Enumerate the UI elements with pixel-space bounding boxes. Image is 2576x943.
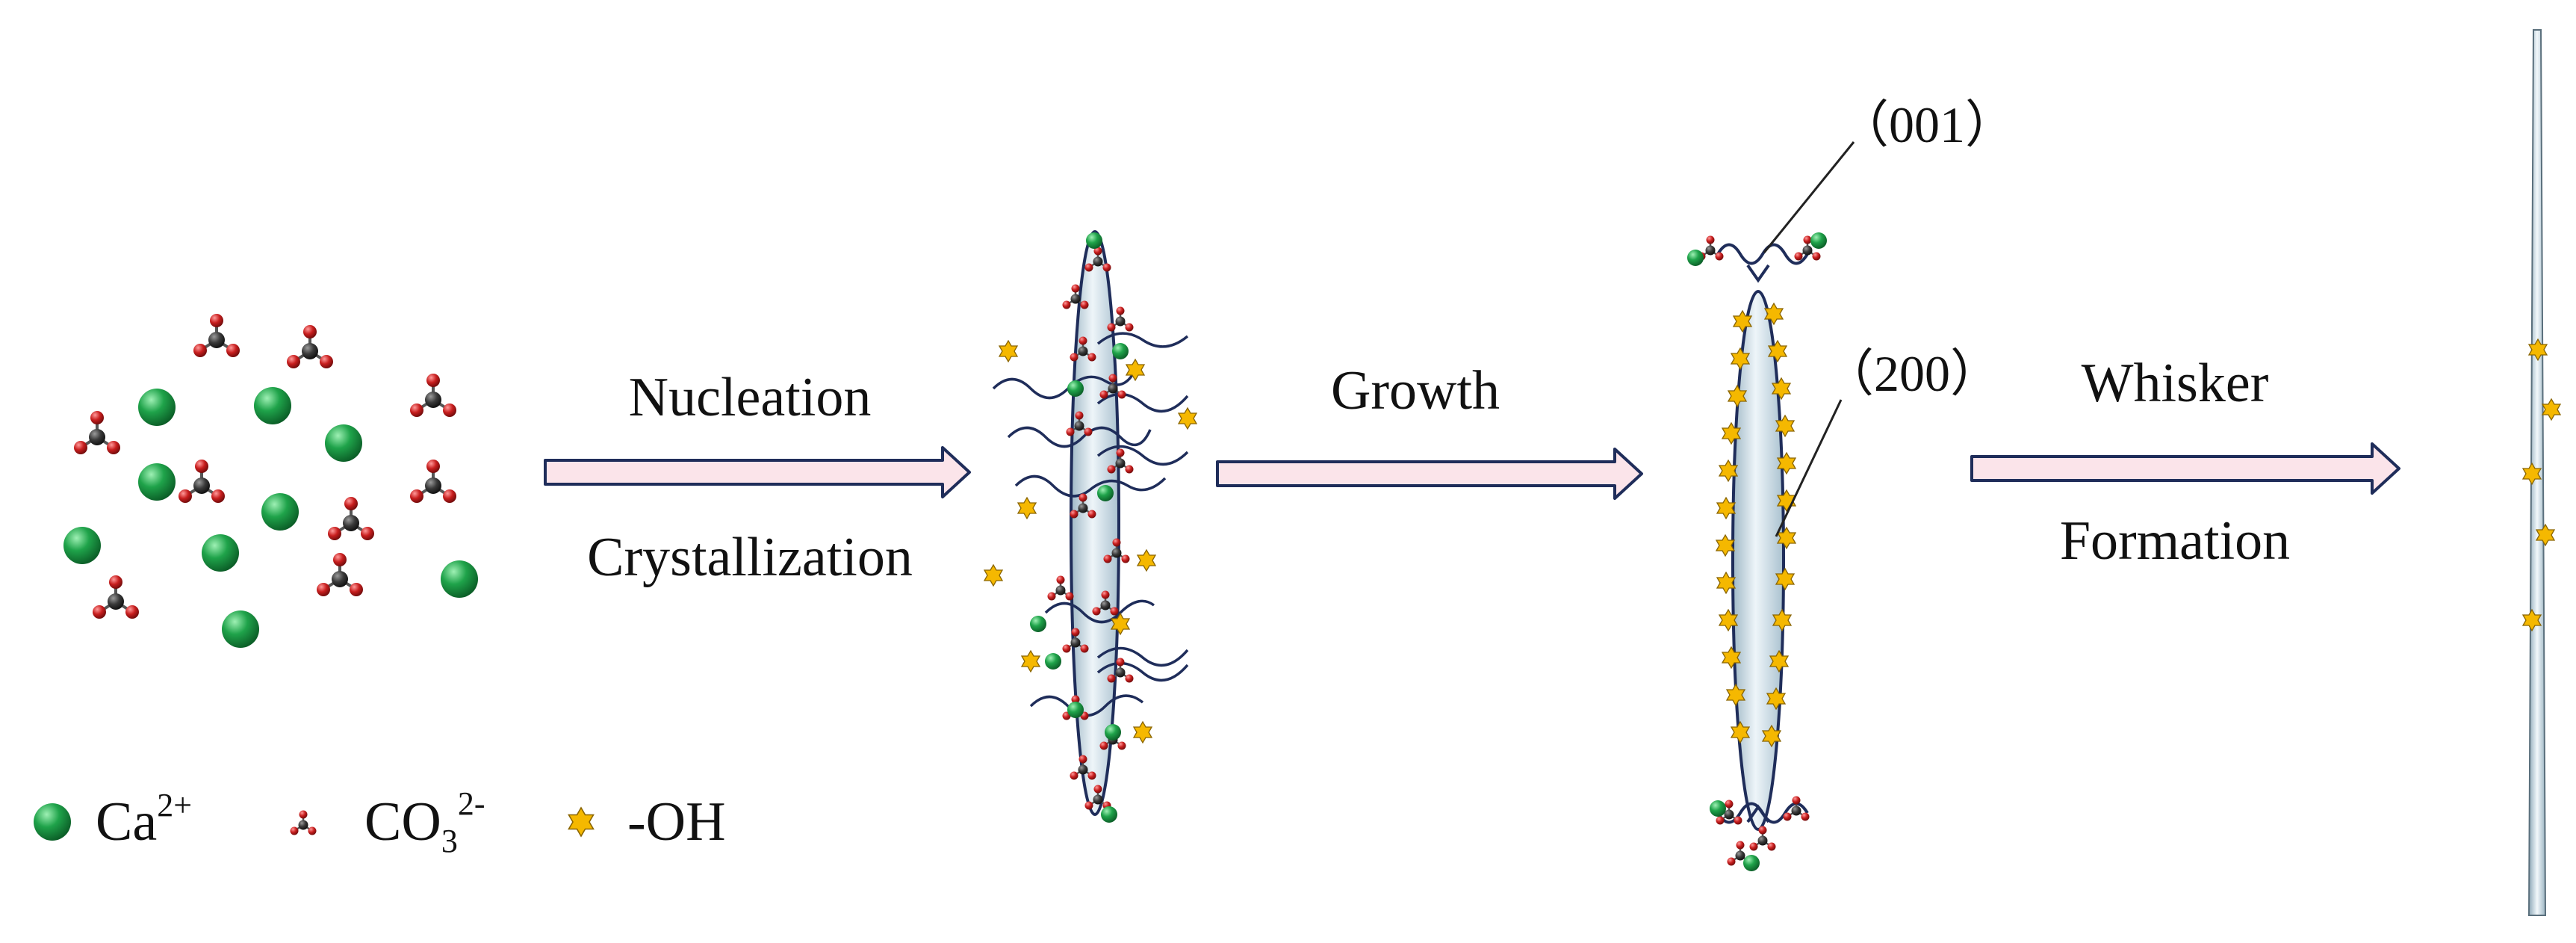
arrow-nucleation	[544, 446, 971, 498]
label-nucleation: Nucleation	[629, 367, 872, 428]
label-formation: Formation	[2060, 510, 2290, 572]
end-strands	[1716, 243, 1809, 824]
growing-crystal	[1687, 141, 1855, 871]
legend-ca-icon	[34, 803, 71, 841]
label-growth: Growth	[1331, 360, 1500, 421]
legend-oh-icon	[568, 807, 595, 837]
legend-co3-label: CO32-	[364, 785, 485, 859]
crystal-nucleus	[984, 230, 1197, 823]
carbonate-ions	[72, 312, 458, 620]
label-whisker: Whisker	[2082, 353, 2269, 414]
polymer-strands	[992, 332, 1189, 717]
label-face-001: （001）	[1838, 96, 2016, 153]
label-face-200: （200）	[1823, 345, 2001, 402]
facet-leader-lines	[1763, 141, 1855, 537]
arrow-whisker-formation	[1970, 442, 2400, 495]
arrow-growth	[1216, 448, 1643, 500]
ion-solution-cluster	[63, 312, 478, 648]
label-crystallization: Crystallization	[587, 527, 913, 588]
legend-oh-label: -OH	[627, 791, 726, 853]
legend-ca-label: Ca2+	[96, 787, 192, 853]
legend-co3-icon	[289, 809, 317, 836]
legend: Ca2+ CO32- -OH	[34, 785, 726, 859]
whisker	[2522, 29, 2561, 916]
